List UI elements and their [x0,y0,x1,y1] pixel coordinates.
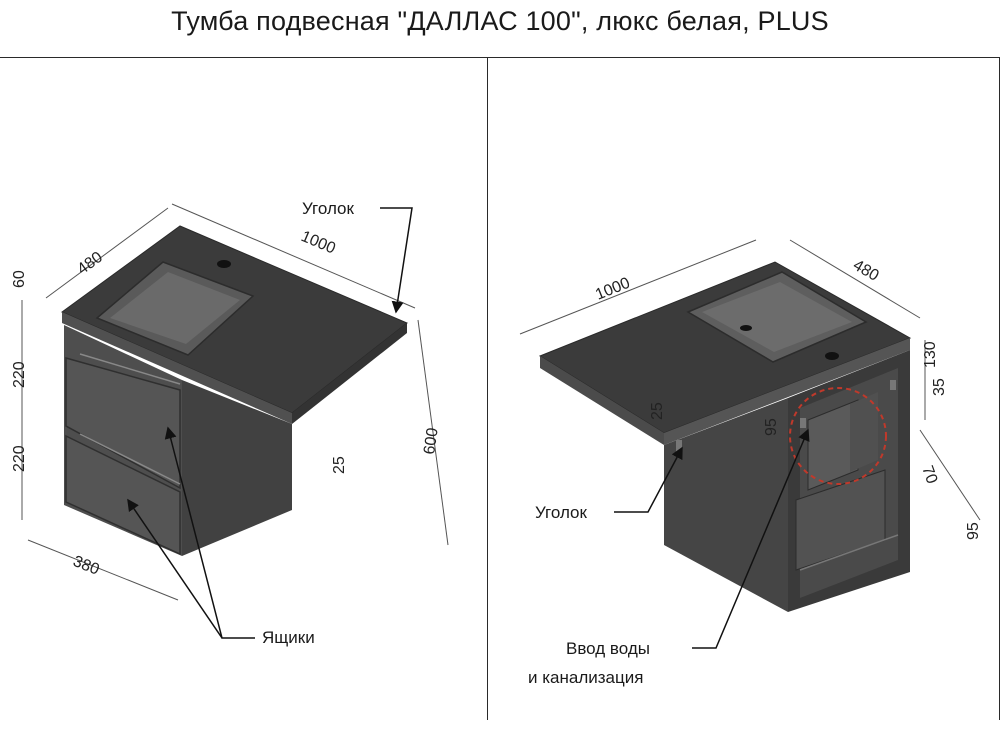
left-view-panel [0,57,488,720]
right-corner-bracket [676,440,682,454]
right-cabinet [538,261,912,612]
right-dim-95-top: 95 [763,418,780,436]
right-faucet-hole [825,352,839,360]
right-countertop-front [540,356,664,445]
right-dim-25: 25 [649,402,666,420]
right-dim-70: 70 [918,464,940,487]
left-drawer-upper [65,357,181,490]
left-dim-shelf: 25 [331,456,348,474]
left-countertop-side [292,323,407,424]
right-dim-35: 35 [931,378,948,396]
left-dim-width: 1000 [298,228,338,258]
left-dim-drawer-upper: 220 [11,361,28,388]
left-dimensions [21,203,449,601]
left-corner-leader [380,207,413,314]
page-title: Тумба подвесная "ДАЛЛАС 100", люкс белая… [171,6,829,36]
left-dim-top-thickness: 60 [11,270,28,288]
right-dimensions [519,239,981,521]
right-dim-depth: 480 [850,257,882,285]
right-countertop-side [664,338,910,445]
left-dim-base-depth: 380 [71,553,102,579]
right-dim-130: 130 [922,341,939,368]
right-dim-95-bottom: 95 [965,522,982,540]
left-drawers-label: Ящики [262,628,315,647]
left-faucet-hole [217,260,231,268]
right-cabinet-side [664,398,788,612]
water-inlet-highlight [789,387,887,485]
left-drawers-leader-lower [127,498,223,639]
left-dim-drawer-lower: 220 [11,445,28,472]
right-inlet-label-line2: и канализация [528,668,643,687]
left-cabinet-side [182,380,292,556]
right-corner-label: Уголок [535,503,588,522]
right-inlet-leader [692,428,810,649]
left-dim-height: 600 [421,427,442,456]
right-inlet-label-line1: Ввод воды [566,639,650,658]
left-countertop-front [62,312,292,424]
right-corner-leader [614,446,683,513]
left-corner-label: Уголок [302,199,355,218]
right-drain-hole [740,325,752,331]
left-drawer-lower [65,434,181,556]
left-cabinet [61,225,408,556]
right-dim-width: 1000 [593,275,632,304]
